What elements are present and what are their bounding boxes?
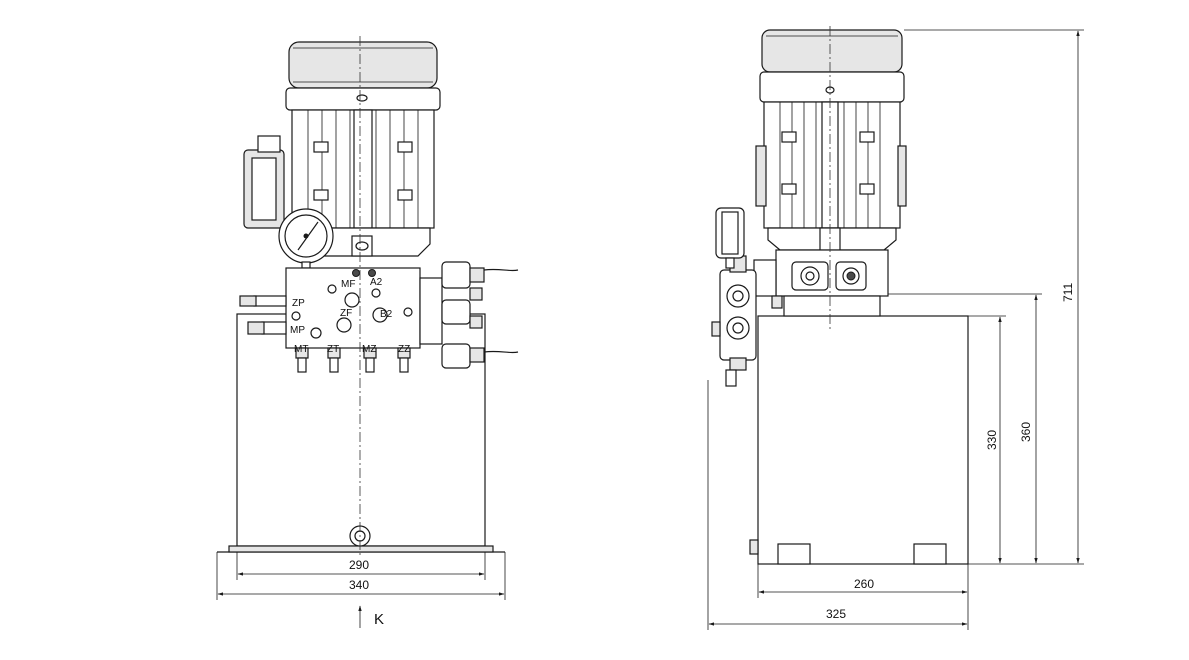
port-label-zp: ZP bbox=[292, 298, 305, 309]
svg-text:K: K bbox=[374, 611, 384, 628]
svg-text:330: 330 bbox=[985, 430, 999, 450]
svg-text:711: 711 bbox=[1061, 283, 1075, 302]
port-label-zt: ZT bbox=[327, 344, 339, 355]
port-label-mz: MZ bbox=[362, 344, 376, 355]
port-label-mp: MP bbox=[290, 325, 305, 336]
side-view: 711 360 330 260 325 bbox=[707, 26, 1084, 630]
svg-text:340: 340 bbox=[349, 578, 369, 592]
side-dimension-260: 260 bbox=[757, 564, 969, 630]
front-manifold bbox=[239, 261, 519, 373]
port-label-mf: MF bbox=[341, 279, 355, 290]
side-manifold bbox=[711, 207, 889, 387]
port-label-zz: ZZ bbox=[398, 344, 410, 355]
front-motor bbox=[243, 41, 441, 257]
side-dimension-330: 330 bbox=[968, 315, 1006, 564]
front-dimension-290: 290 bbox=[236, 552, 486, 580]
svg-text:360: 360 bbox=[1019, 422, 1033, 442]
side-tank bbox=[749, 315, 969, 565]
port-label-zf: ZF bbox=[340, 308, 352, 319]
side-dimension-325: 325 bbox=[707, 380, 968, 630]
front-view: MF A2 ZP ZF B2 MP MT ZT MZ ZZ 290 340 bbox=[216, 36, 519, 628]
front-pressure-gauge bbox=[278, 208, 334, 269]
svg-text:260: 260 bbox=[854, 577, 874, 591]
front-dimension-340: 340 bbox=[216, 552, 506, 600]
svg-text:290: 290 bbox=[349, 558, 369, 572]
side-dimension-711: 711 bbox=[904, 29, 1084, 565]
port-label-mt: MT bbox=[294, 344, 308, 355]
side-dimension-360: 360 bbox=[888, 293, 1042, 564]
view-arrow-k: K bbox=[358, 605, 384, 628]
port-label-a2: A2 bbox=[370, 277, 383, 288]
front-port-labels: MF A2 ZP ZF B2 MP MT ZT MZ ZZ bbox=[290, 277, 410, 355]
side-motor bbox=[755, 29, 907, 251]
svg-text:325: 325 bbox=[826, 607, 846, 621]
port-label-b2: B2 bbox=[380, 309, 393, 320]
